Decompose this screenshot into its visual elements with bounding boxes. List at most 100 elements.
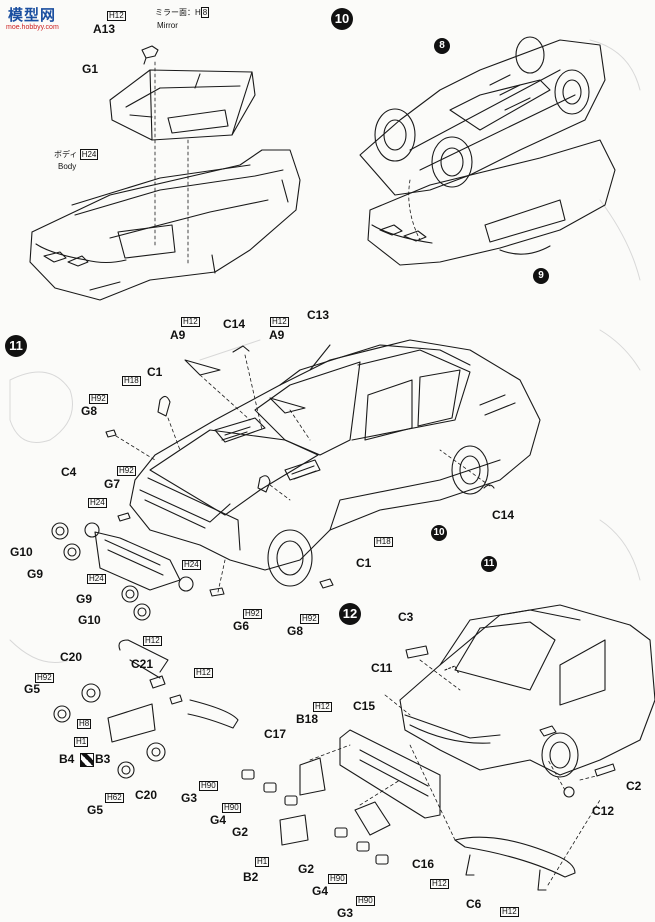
part-c11-label: C11 — [371, 661, 393, 675]
g5-bottom-paint-code: H62 — [105, 793, 124, 803]
c1-top-paint-code: H18 — [122, 376, 141, 386]
part-g10-left-label: G10 — [10, 545, 33, 559]
part-a9-left-label: A9 — [170, 328, 186, 342]
a9-right-paint-code: H12 — [270, 317, 289, 327]
step11-small-parts — [105, 344, 495, 597]
step10-guide-lines — [154, 61, 189, 266]
g4-top-paint-code: H90 — [222, 803, 241, 813]
part-c2-label: C2 — [626, 779, 642, 793]
step-11-badge: 11 — [5, 335, 27, 357]
g3-bottom-paint-code: H90 — [356, 896, 375, 906]
part-g9-right-label: G9 — [76, 592, 93, 606]
callout-9-badge: 9 — [533, 268, 549, 284]
part-c15-label: C15 — [353, 699, 376, 713]
step12-front-parts — [53, 639, 239, 779]
step10-mirror-part — [141, 45, 159, 65]
part-g5-bottom-label: G5 — [87, 803, 104, 817]
step11-grille-parts — [51, 522, 194, 621]
part-c4-label: C4 — [61, 465, 77, 479]
part-c13-label: C13 — [307, 308, 330, 322]
h24-code-a: H24 — [88, 498, 107, 508]
g7-paint-code: H92 — [117, 466, 136, 476]
part-c1-top-label: C1 — [147, 365, 163, 379]
part-c17-label: C17 — [264, 727, 287, 741]
callout-8-badge: 8 — [434, 38, 450, 54]
part-a13-label: A13 — [93, 22, 116, 36]
h8-code: H8 — [77, 719, 92, 729]
part-c12-label: C12 — [592, 804, 615, 818]
step11-guide-lines — [115, 354, 491, 593]
body-label: ボディ H24 — [54, 149, 99, 160]
part-g5-top-label: G5 — [24, 682, 41, 696]
part-c21-label: C21 — [131, 657, 154, 671]
step-12-badge: 12 — [339, 603, 361, 625]
step10-body-upside-down — [367, 139, 616, 266]
part-c1-bottom-label: C1 — [356, 556, 372, 570]
g6-paint-code: H92 — [243, 609, 262, 619]
a9-left-paint-code: H12 — [181, 317, 200, 327]
part-g6-label: G6 — [233, 619, 250, 633]
part-g3-bottom-label: G3 — [337, 906, 354, 920]
part-c6-label: C6 — [466, 897, 482, 911]
h12-code-c: H12 — [430, 879, 449, 889]
step11-car-body — [129, 339, 541, 587]
part-g7-label: G7 — [104, 477, 121, 491]
step12-bumper-and-lights — [279, 645, 616, 846]
part-c20-top-label: C20 — [60, 650, 83, 664]
part-c20-bottom-label: C20 — [135, 788, 158, 802]
part-g10-right-label: G10 — [78, 613, 101, 627]
g8-bottom-paint-code: H92 — [300, 614, 319, 624]
part-g4-top-label: G4 — [210, 813, 227, 827]
step10-body-shell — [29, 149, 301, 301]
part-g2-top-label: G2 — [232, 825, 249, 839]
part-g1-label: G1 — [82, 62, 99, 76]
body-english-label: Body — [58, 162, 77, 171]
part-c3-label: C3 — [398, 610, 414, 624]
watermark-url: moe.hobbyy.com — [6, 24, 59, 31]
g3-top-paint-code: H90 — [199, 781, 218, 791]
watermark-logo: 模型网 moe.hobbyy.com — [2, 2, 72, 34]
part-g4-bottom-label: G4 — [312, 884, 329, 898]
part-b18-label: B18 — [296, 712, 319, 726]
sticker-icon — [80, 753, 94, 767]
h12-code-a: H12 — [143, 636, 162, 646]
part-b2-label: B2 — [243, 870, 259, 884]
callout-10-badge: 10 — [431, 525, 447, 541]
g5-top-paint-code: H92 — [35, 673, 54, 683]
step10-interior-tub — [109, 69, 256, 141]
part-g3-top-label: G3 — [181, 791, 198, 805]
part-a9-right-label: A9 — [269, 328, 285, 342]
part-c14-bottom-label: C14 — [492, 508, 515, 522]
part-g8-top-label: G8 — [81, 404, 98, 418]
g8-top-paint-code: H92 — [89, 394, 108, 404]
g4-bottom-paint-code: H90 — [328, 874, 347, 884]
part-c16-label: C16 — [412, 857, 435, 871]
part-g9-left-label: G9 — [27, 567, 44, 581]
mirror-english-label: Mirror — [157, 21, 178, 30]
h12-code-d: H12 — [500, 907, 519, 917]
c1-bottom-paint-code: H18 — [374, 537, 393, 547]
a13-paint-code: H12 — [107, 11, 126, 21]
step10-chassis-assembly — [359, 36, 606, 196]
part-b3-label: B3 — [95, 752, 111, 766]
part-c14-top-label: C14 — [223, 317, 246, 331]
step12-guide-lines — [309, 659, 601, 886]
part-b4-label: B4 — [59, 752, 75, 766]
h1-code-a: H1 — [74, 737, 89, 747]
step-10-badge: 10 — [331, 8, 353, 30]
background-ghost-parts — [9, 39, 641, 663]
h24-code-b: H24 — [87, 574, 106, 584]
part-g2-bottom-label: G2 — [298, 862, 315, 876]
b18-paint-code: H12 — [313, 702, 332, 712]
h1-code-b: H1 — [255, 857, 270, 867]
watermark-title: 模型网 — [8, 7, 57, 24]
step12-small-lamps — [241, 769, 389, 865]
step12-rear-spoiler — [454, 836, 576, 891]
h12-code-b: H12 — [194, 668, 213, 678]
h24-code-c: H24 — [182, 560, 201, 570]
part-g8-bottom-label: G8 — [287, 624, 304, 638]
callout-11-badge: 11 — [481, 556, 497, 572]
step12-car-rear — [399, 604, 655, 778]
